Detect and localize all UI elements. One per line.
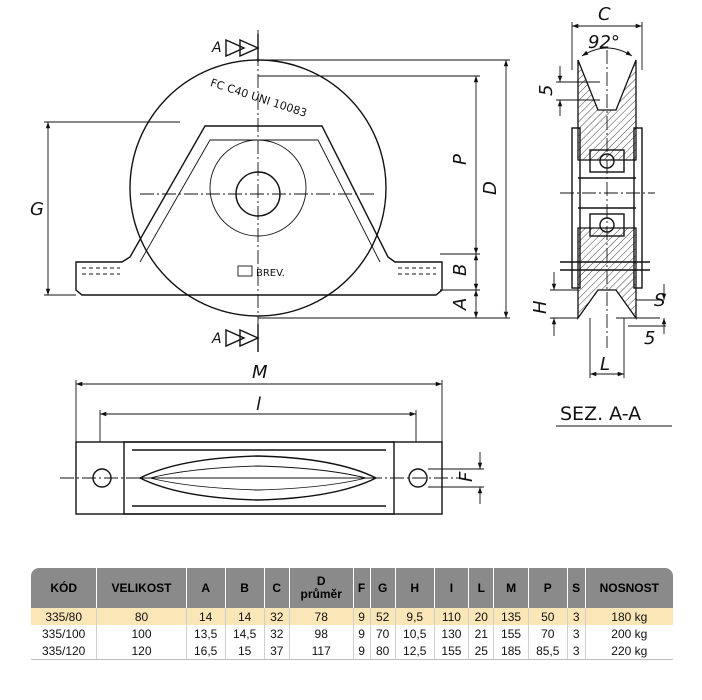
cell-velikost: 120: [96, 642, 187, 660]
cell-m: 185: [493, 642, 529, 660]
dim-C: C: [598, 4, 611, 25]
cell-h: 9,5: [395, 608, 435, 625]
cell-m: 135: [493, 608, 529, 625]
section-view: C 92° 5 H: [530, 4, 672, 427]
dim-l: l: [256, 394, 261, 415]
dim-M: M: [252, 362, 268, 383]
cell-c: 32: [264, 625, 290, 642]
cell-l: 21: [468, 625, 495, 642]
angle-92: 92°: [588, 32, 620, 53]
cell-a: 14: [186, 608, 226, 625]
col-l: L: [468, 568, 495, 608]
table-row: 335/120 120 16,5 15 37 117 9 80 12,5 155…: [31, 642, 673, 660]
cell-f: 9: [353, 608, 371, 625]
cell-d: 78: [289, 608, 354, 625]
cell-a: 16,5: [186, 642, 226, 660]
col-kod: KÓD: [31, 568, 98, 608]
cell-m: 155: [493, 625, 529, 642]
col-c: C: [264, 568, 290, 608]
col-s: S: [567, 568, 586, 608]
bracket-inner: [139, 139, 381, 263]
cell-nosnost: 200 kg: [611, 626, 648, 641]
cell-velikost: 100: [96, 625, 187, 642]
col-velikost: VELIKOST: [96, 568, 187, 608]
cell-a: 13,5: [186, 625, 226, 642]
dim-D: D: [480, 181, 501, 195]
dim-S: S: [654, 290, 665, 311]
cell-i: 155: [434, 642, 470, 660]
cell-s: 3: [567, 608, 586, 625]
cell-i: 130: [434, 625, 470, 642]
brev-stamp: BREV.: [256, 268, 285, 279]
cell-l: 20: [468, 608, 495, 625]
cell-b: 14,5: [225, 625, 265, 642]
col-m: M: [493, 568, 529, 608]
col-b: B: [225, 568, 265, 608]
col-i: I: [434, 568, 470, 608]
cell-g: 70: [370, 625, 396, 642]
dim-L: L: [600, 354, 610, 375]
col-a: A: [186, 568, 226, 608]
cell-p: 70: [528, 625, 568, 642]
cell-p: 50: [528, 608, 568, 625]
cell-g: 80: [370, 642, 396, 660]
plan-view: M l F: [60, 362, 484, 515]
section-marker-bottom: A: [211, 331, 222, 347]
section-marker-top: A: [211, 40, 222, 56]
cell-g: 52: [370, 608, 396, 625]
cell-h: 10,5: [395, 625, 435, 642]
col-g: G: [370, 568, 396, 608]
table-row: 335/100 100 13,5 14,5 32 98 9 70 10,5 13…: [31, 625, 673, 642]
col-nosnost: NOSNOST: [585, 568, 673, 608]
col-h: H: [395, 568, 435, 608]
cell-nosnost: 180 kg: [585, 608, 673, 625]
cell-kod: 335/120: [31, 642, 98, 660]
cell-kod: 335/100: [31, 625, 98, 642]
dim-A: A: [450, 298, 471, 311]
cell-f: 9: [353, 625, 371, 642]
cell-h: 12,5: [395, 642, 435, 660]
wheel-section-upper: [577, 59, 637, 161]
col-d-label: D: [316, 574, 326, 588]
table-row: 335/80 80 14 14 32 78 9 52 9,5 110 20 13…: [31, 608, 673, 625]
col-f: F: [353, 568, 371, 608]
dim-P: P: [450, 154, 471, 165]
bracket-outline: [75, 125, 443, 296]
cell-b: 14: [225, 608, 265, 625]
col-d-sub: průměr: [300, 587, 342, 601]
cell-i: 110: [434, 608, 470, 625]
section-title: SEZ. A-A: [560, 403, 641, 425]
technical-drawing: FC C40 UNI 10083 BREV. A A G P B A D: [30, 4, 672, 515]
front-view: FC C40 UNI 10083 BREV. A A G P B A D: [30, 30, 510, 352]
cell-kod: 335/80: [31, 608, 98, 625]
cell-f: 9: [353, 642, 371, 660]
dim-5-bottom: 5: [644, 328, 655, 349]
dim-H: H: [530, 300, 551, 314]
cell-s: 3: [567, 625, 586, 642]
dim-F: F: [456, 471, 477, 482]
material-stamp: FC C40 UNI 10083: [209, 76, 309, 119]
cell-c: 37: [264, 642, 290, 660]
col-p: P: [528, 568, 568, 608]
cell-d: 98: [289, 625, 354, 642]
dim-B: B: [450, 264, 471, 276]
cell-p: 85,5: [528, 642, 568, 660]
cell-s: 3: [567, 642, 586, 660]
dim-G: G: [30, 199, 44, 220]
cell-d: 117: [289, 642, 354, 660]
cell-nosnost: 220 kg: [585, 642, 673, 660]
cell-velikost: 80: [96, 608, 187, 625]
cell-b: 15: [225, 642, 265, 660]
cell-l: 25: [468, 642, 495, 660]
cell-c: 32: [264, 608, 290, 625]
dim-5-top: 5: [536, 85, 557, 96]
